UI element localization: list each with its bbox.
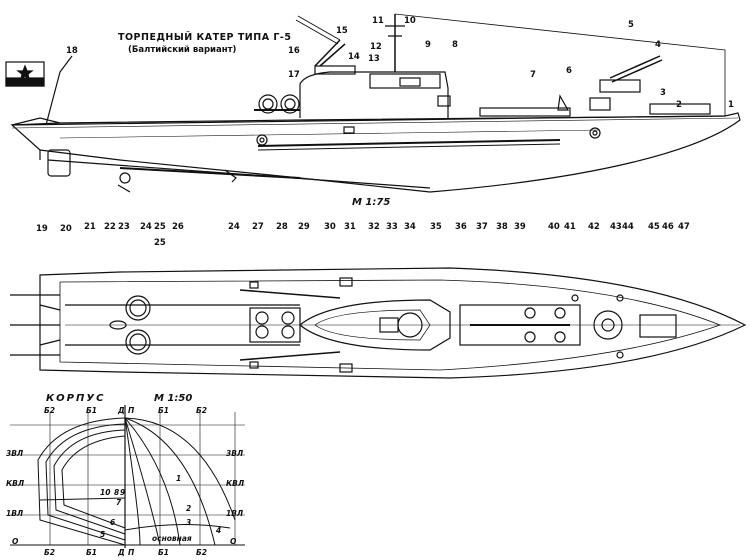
callout-26: 26 [172,222,184,232]
callout-1: 1 [728,100,734,110]
callout-16: 16 [288,46,300,56]
wl-label-1vl-right: 1ВЛ [226,509,244,518]
section-label-b2-top: Б2 [44,406,55,415]
callout-28: 28 [276,222,288,232]
section-label-b1-bot: Б1 [86,548,97,557]
section-label-b2r-bot: Б2 [196,548,207,557]
side-hull-outline [10,112,741,193]
callout-41: 41 [564,222,576,232]
deck-line [11,115,726,126]
callout-14: 14 [348,52,360,62]
body-plan [10,405,245,548]
callout-19: 19 [36,224,48,234]
wl-label-o-left: О [12,537,19,546]
plan-hull-outline [39,267,747,379]
station-1: 1 [176,474,182,483]
station-10: 10 [100,488,111,497]
wl-label-3vl-right: 3ВЛ [226,449,244,458]
callout-5: 5 [628,20,634,30]
station-2: 2 [186,504,192,513]
callout-37: 37 [476,222,488,232]
callout-24a: 24 [140,222,152,232]
callout-13: 13 [368,54,380,64]
section-label-d-top: Д [118,406,125,415]
wl-label-o-right: О [230,537,237,546]
callout-27: 27 [252,222,264,232]
callout-23: 23 [118,222,130,232]
section-label-b2-bot: Б2 [44,548,55,557]
callout-43: 43 [610,222,622,232]
callout-30: 30 [324,222,336,232]
section-label-b1r-bot: Б1 [158,548,169,557]
section-label-p-top: П [128,406,135,415]
callout-2: 2 [676,100,682,110]
callout-33: 33 [386,222,398,232]
callout-17: 17 [288,70,300,80]
callout-44: 44 [622,222,634,232]
callout-38: 38 [496,222,508,232]
callout-18: 18 [66,46,78,56]
callout-11: 11 [372,16,384,26]
station-5: 5 [100,530,106,539]
drawing-subtitle: (Балтийский вариант) [128,45,237,55]
callout-3: 3 [660,88,666,98]
callout-35: 35 [430,222,442,232]
callout-42: 42 [588,222,600,232]
wl-label-kvl-right: КВЛ [226,479,245,488]
callout-39: 39 [514,222,526,232]
callout-20: 20 [60,224,72,234]
wheelhouse [299,71,449,118]
drawing-title: ТОРПЕДНЫЙ КАТЕР ТИПА Г-5 [118,32,292,43]
callout-9: 9 [425,40,431,50]
callout-7: 7 [530,70,536,80]
station-3: 3 [186,518,192,527]
callout-6: 6 [566,66,572,76]
wl-label-kvl-left: КВЛ [6,479,25,488]
callout-24b: 24 [228,222,240,232]
plan-scale-label: М 1:75 [352,197,391,208]
station-8: 8 [114,488,120,497]
section-label-b1r-top: Б1 [158,406,169,415]
callout-25b: 25 [154,238,166,248]
callout-12: 12 [370,42,382,52]
wl-label-3vl-left: 3ВЛ [6,449,24,458]
callout-40: 40 [548,222,560,232]
section-title: КОРПУС [46,393,106,404]
station-6: 6 [110,518,116,527]
baseline-label: основная [152,534,192,543]
callout-34: 34 [404,222,416,232]
station-7: 7 [116,498,122,507]
callout-46: 46 [662,222,674,232]
callout-45: 45 [648,222,660,232]
callout-22: 22 [104,222,116,232]
section-label-b2r-top: Б2 [196,406,207,415]
callout-29: 29 [298,222,310,232]
cockpit [299,299,451,351]
wl-label-1vl-left: 1ВЛ [6,509,24,518]
station-9: 9 [120,488,126,497]
callout-10: 10 [404,16,416,26]
section-label-d-bot: Д [118,548,125,557]
callout-47: 47 [678,222,690,232]
callout-21: 21 [84,222,96,232]
callout-36: 36 [455,222,467,232]
section-label-p-bot: П [128,548,135,557]
callout-25a: 25 [154,222,166,232]
callout-31: 31 [344,222,356,232]
section-label-b1-top: Б1 [86,406,97,415]
callout-15: 15 [336,26,348,36]
station-4: 4 [216,526,222,535]
callout-32: 32 [368,222,380,232]
callout-4: 4 [655,40,661,50]
section-scale-label: М 1:50 [154,393,193,404]
callout-8: 8 [452,40,458,50]
